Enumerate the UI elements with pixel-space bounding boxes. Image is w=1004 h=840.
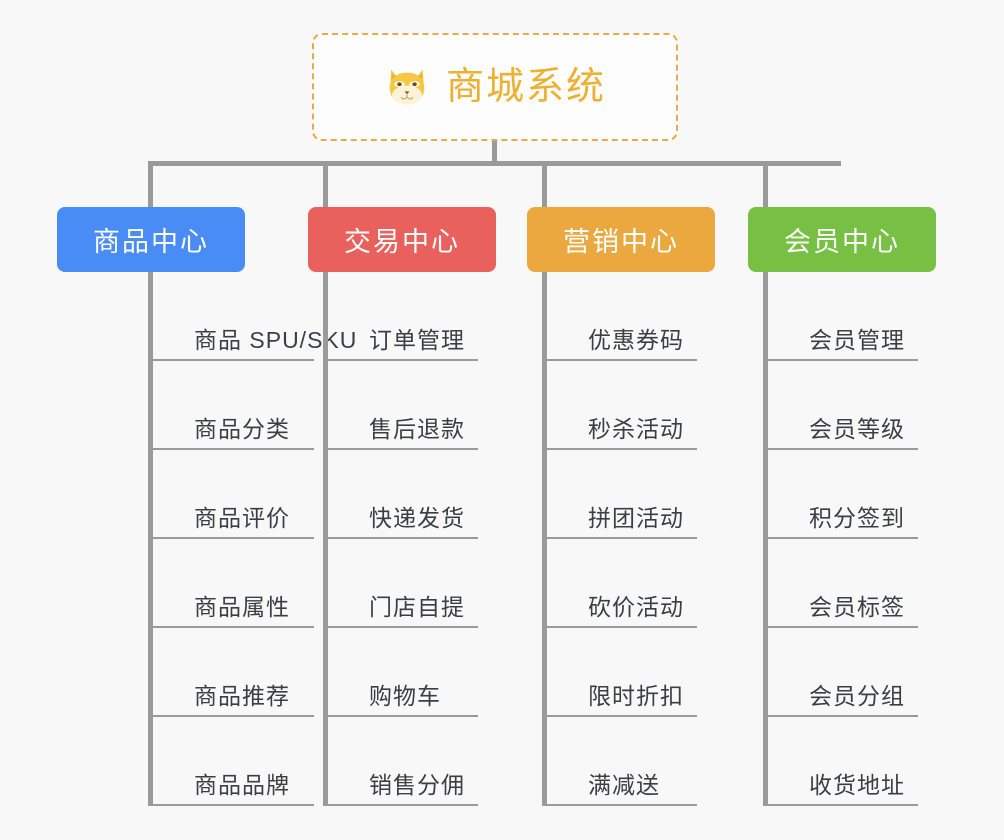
- leaf-item-label: 售后退款: [369, 415, 465, 442]
- bus-bar-connector: [148, 161, 841, 166]
- branch-drop-connector: [542, 161, 547, 207]
- leaf-item[interactable]: 秒杀活动: [542, 361, 697, 450]
- leaf-item[interactable]: 会员标签: [763, 539, 918, 628]
- leaf-item[interactable]: 商品分类: [148, 361, 314, 450]
- leaf-item-label: 商品属性: [194, 593, 290, 620]
- branch-drop-connector: [763, 161, 768, 207]
- leaf-item-label: 秒杀活动: [588, 415, 684, 442]
- leaf-item-label: 会员标签: [809, 593, 905, 620]
- leaf-item-label: 满减送: [588, 771, 660, 798]
- branch-header-1[interactable]: 商品中心: [57, 207, 245, 272]
- leaf-item-label: 积分签到: [809, 504, 905, 531]
- leaf-item-label: 拼团活动: [588, 504, 684, 531]
- leaf-item-label: 限时折扣: [588, 682, 684, 709]
- leaf-item[interactable]: 会员等级: [763, 361, 918, 450]
- leaf-item[interactable]: 积分签到: [763, 450, 918, 539]
- leaf-item[interactable]: 商品属性: [148, 539, 314, 628]
- branch-drop-connector: [148, 161, 153, 207]
- leaf-item-label: 砍价活动: [588, 593, 684, 620]
- leaf-item[interactable]: 商品 SPU/SKU: [148, 272, 356, 361]
- leaf-item-label: 商品评价: [194, 504, 290, 531]
- leaf-item[interactable]: 会员分组: [763, 628, 918, 717]
- leaf-item[interactable]: 快递发货: [323, 450, 478, 539]
- leaf-item-label: 快递发货: [369, 504, 465, 531]
- branch-spine-connector: [542, 272, 547, 806]
- leaf-item[interactable]: 限时折扣: [542, 628, 697, 717]
- branch-header-3[interactable]: 营销中心: [527, 207, 715, 272]
- leaf-item-label: 订单管理: [369, 326, 465, 353]
- leaf-item[interactable]: 商品评价: [148, 450, 314, 539]
- leaf-item-label: 会员管理: [809, 326, 905, 353]
- branch-header-2[interactable]: 交易中心: [308, 207, 496, 272]
- leaf-item-label: 会员分组: [809, 682, 905, 709]
- leaf-item-label: 商品推荐: [194, 682, 290, 709]
- root-stem-connector: [492, 141, 497, 164]
- leaf-item-label: 收货地址: [809, 771, 905, 798]
- leaf-item[interactable]: 商品品牌: [148, 717, 314, 806]
- leaf-item[interactable]: 订单管理: [323, 272, 478, 361]
- leaf-item[interactable]: 收货地址: [763, 717, 918, 806]
- leaf-item[interactable]: 售后退款: [323, 361, 478, 450]
- branch-header-4[interactable]: 会员中心: [748, 207, 936, 272]
- leaf-item[interactable]: 优惠券码: [542, 272, 697, 361]
- leaf-item-label: 商品 SPU/SKU: [194, 326, 358, 353]
- leaf-item[interactable]: 门店自提: [323, 539, 478, 628]
- leaf-item[interactable]: 购物车: [323, 628, 478, 717]
- branch-spine-connector: [148, 272, 153, 806]
- leaf-item[interactable]: 满减送: [542, 717, 697, 806]
- leaf-item-label: 优惠券码: [588, 326, 684, 353]
- leaf-item-label: 购物车: [369, 682, 441, 709]
- leaf-item-label: 商品品牌: [194, 771, 290, 798]
- leaf-item[interactable]: 商品推荐: [148, 628, 314, 717]
- root-node[interactable]: 商城系统: [312, 33, 678, 141]
- root-title: 商城系统: [445, 66, 606, 108]
- leaf-item[interactable]: 销售分佣: [323, 717, 478, 806]
- branch-spine-connector: [323, 272, 328, 806]
- leaf-item-label: 商品分类: [194, 415, 290, 442]
- branch-drop-connector: [323, 161, 328, 207]
- shiba-dog-face-icon: [389, 69, 425, 105]
- leaf-item-label: 销售分佣: [369, 771, 465, 798]
- leaf-item-label: 会员等级: [809, 415, 905, 442]
- leaf-item[interactable]: 拼团活动: [542, 450, 697, 539]
- leaf-item[interactable]: 砍价活动: [542, 539, 697, 628]
- leaf-item-label: 门店自提: [369, 593, 465, 620]
- branch-spine-connector: [763, 272, 768, 806]
- leaf-item[interactable]: 会员管理: [763, 272, 918, 361]
